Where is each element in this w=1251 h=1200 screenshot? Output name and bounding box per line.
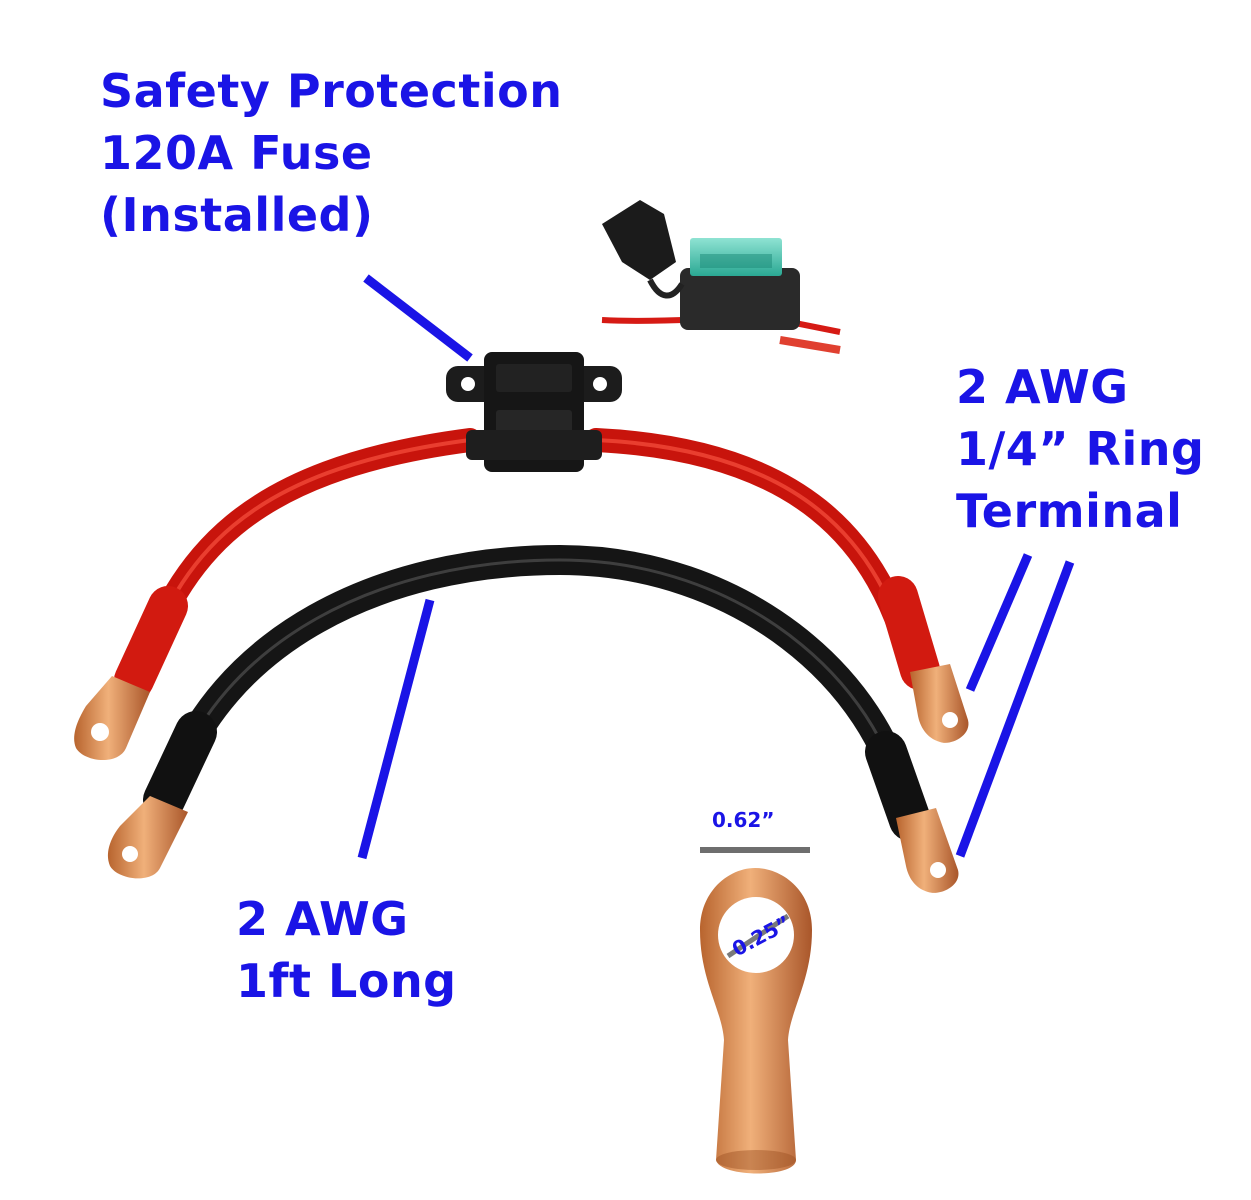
length-callout-line1: 2 AWG bbox=[236, 892, 409, 946]
black-cable bbox=[143, 544, 931, 841]
ring-pointer-line-upper bbox=[965, 553, 1033, 692]
ring-pointer-line-lower bbox=[955, 560, 1075, 858]
fuse-pointer-line bbox=[363, 274, 473, 362]
red-left-ring-terminal bbox=[74, 676, 150, 761]
ring-callout-line2: 1/4” Ring bbox=[956, 422, 1205, 476]
ring-callout-line1: 2 AWG bbox=[956, 360, 1129, 414]
black-left-ring-terminal bbox=[107, 796, 188, 879]
fuse-callout-line3: (Installed) bbox=[100, 188, 374, 242]
ring-terminal-callout: 2 AWG 1/4” Ring Terminal bbox=[956, 356, 1204, 542]
fuse-callout-line2: 120A Fuse bbox=[100, 126, 373, 180]
copper-ring-lug-closeup bbox=[700, 868, 812, 1174]
red-fused-cable bbox=[114, 428, 940, 700]
fuse-callout: Safety Protection 120A Fuse (Installed) bbox=[100, 60, 562, 246]
fuse-callout-line1: Safety Protection bbox=[100, 64, 563, 118]
black-right-ring-terminal bbox=[896, 808, 959, 893]
ring-callout-line3: Terminal bbox=[956, 484, 1183, 538]
inline-fuse-block bbox=[446, 352, 622, 472]
red-right-ring-terminal bbox=[910, 664, 969, 743]
width-dimension-label: 0.62” bbox=[712, 808, 775, 832]
length-callout-line2: 1ft Long bbox=[236, 954, 457, 1008]
length-pointer-line bbox=[357, 598, 435, 860]
cable-length-callout: 2 AWG 1ft Long bbox=[236, 888, 457, 1012]
fuse-holder-inset-image bbox=[601, 200, 841, 354]
